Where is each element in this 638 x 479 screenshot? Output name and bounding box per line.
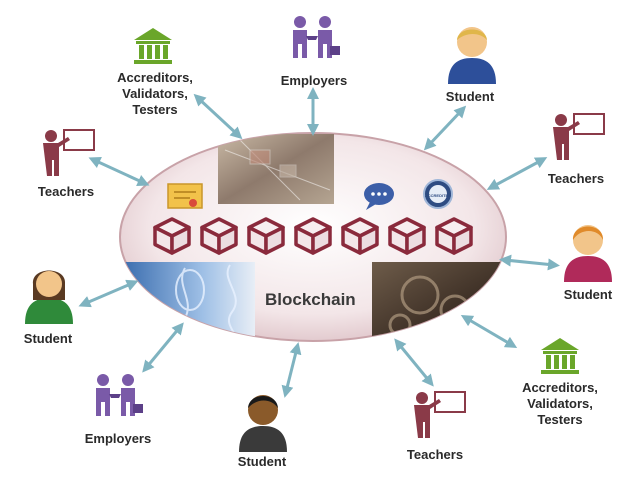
block-cube-4	[294, 217, 332, 255]
label-employers-top: Employers	[280, 73, 348, 88]
teacher-icon-left-top	[43, 129, 95, 176]
arrow-teachers-left-top	[88, 157, 150, 186]
institution-icon-top	[134, 28, 172, 64]
connection-arrows	[78, 87, 560, 398]
block-cube-7	[435, 217, 473, 255]
employers-handshake-icon-top	[293, 16, 340, 58]
employers-handshake-icon-bottom	[96, 374, 143, 416]
blockchain-label: Blockchain	[265, 290, 356, 309]
teacher-icon-right-top	[553, 113, 605, 160]
block-cube-2	[200, 217, 238, 255]
block-cube-6	[388, 217, 426, 255]
arrow-accreditors-bottom-right	[460, 314, 518, 349]
badge-text: ACCREDITED	[425, 193, 451, 198]
block-cube-5	[341, 217, 379, 255]
student-icon-left	[25, 270, 73, 324]
accredited-badge-icon: ACCREDITED	[423, 179, 453, 209]
arrow-student-right	[499, 254, 560, 271]
label-student-bottom: Student	[237, 454, 287, 469]
label-teachers-bottom: Teachers	[406, 447, 464, 462]
label-student-top-right: Student	[445, 89, 495, 104]
arrow-teachers-bottom	[394, 338, 434, 387]
arrow-student-bottom	[281, 342, 302, 398]
student-icon-bottom	[239, 395, 287, 452]
block-cube-1	[153, 217, 191, 255]
certificate-icon	[167, 183, 203, 209]
blockchain-cubes	[153, 217, 473, 255]
label-teachers-right-top: Teachers	[547, 171, 605, 186]
arrow-student-top-right	[423, 105, 467, 151]
teacher-icon-bottom	[414, 391, 466, 438]
label-teachers-left-top: Teachers	[37, 184, 95, 199]
block-cube-3	[247, 217, 285, 255]
arrow-employers-bottom-left	[142, 322, 184, 373]
label-student-right: Student	[563, 287, 613, 302]
arrow-teachers-right-top	[486, 157, 548, 190]
student-icon-top-right	[448, 27, 496, 84]
arrow-accreditors-top	[193, 93, 243, 140]
chat-bubble-icon	[364, 183, 394, 210]
student-icon-right	[564, 225, 612, 282]
arrow-student-left	[78, 279, 139, 308]
label-student-left: Student	[23, 331, 73, 346]
institution-icon-bottom	[541, 338, 579, 374]
label-accreditors-bottom-right: Accreditors, Validators, Testers	[522, 380, 598, 427]
label-accreditors-top: Accreditors, Validators, Testers	[117, 70, 193, 117]
label-employers-bottom-left: Employers	[84, 431, 152, 446]
